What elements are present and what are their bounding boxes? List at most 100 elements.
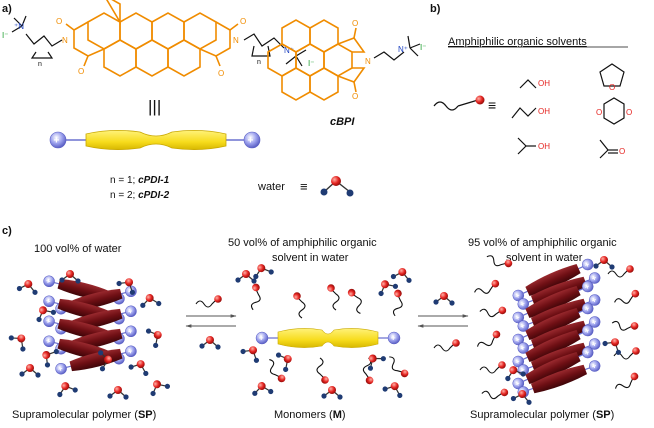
water-molecule	[240, 346, 260, 363]
plus-sign: +	[514, 379, 522, 389]
plus-sign: +	[583, 282, 591, 292]
ammonium-sphere	[387, 331, 401, 345]
water-molecule	[252, 382, 274, 396]
plus-sign: +	[583, 304, 591, 314]
plus-sign: +	[514, 357, 522, 367]
ammonium-sphere	[125, 325, 137, 338]
ammonium-sphere	[581, 280, 594, 293]
plus-sign: +	[127, 306, 134, 316]
plus-sign: +	[127, 346, 134, 356]
stage2-caption-close: )	[342, 409, 346, 421]
pdi-structure: O O O O N N I⁻ ⁺N n n N⁺ I⁻	[2, 0, 314, 78]
propanol-oh: OH	[538, 107, 550, 116]
water-molecule	[150, 380, 171, 397]
plus-sign: +	[519, 321, 527, 331]
plus-sign: +	[45, 276, 52, 286]
plus-sign: +	[590, 361, 598, 371]
svg-text:+: +	[248, 136, 254, 147]
pdi-oxygen-top-right: O	[240, 17, 246, 26]
water-molecule	[199, 336, 221, 350]
water-molecule	[8, 334, 26, 352]
ammonium-sphere	[55, 362, 67, 375]
arrow-molecules	[195, 292, 460, 352]
ammonium-sphere	[588, 338, 601, 350]
cbpi-ammonium: N⁺	[398, 45, 408, 54]
ammonium-sphere	[588, 360, 601, 372]
solvent-molecule	[293, 292, 306, 319]
plus-sign: +	[590, 295, 598, 305]
cbpi-iodide: I⁻	[420, 43, 426, 52]
stage3-caption-close: )	[611, 409, 615, 421]
stage3-title-line2: solvent in water	[506, 252, 583, 264]
pdi-ammonium-left: ⁺N	[14, 22, 24, 31]
equilibrium-arrows-right	[417, 314, 469, 328]
solvent-molecule	[607, 265, 634, 278]
ammonium-sphere	[43, 315, 55, 328]
water-molecule	[593, 256, 615, 270]
cbpi-oxygen-top: O	[352, 19, 358, 28]
solvent-molecule	[614, 289, 640, 304]
dioxane-oxygen-right: O	[626, 108, 632, 117]
cbpi-name: cBPI	[330, 116, 355, 128]
plus-sign: +	[583, 260, 591, 270]
water-molecule	[107, 386, 129, 400]
equilibrium-arrows-left	[185, 314, 237, 328]
plus-sign: +	[127, 326, 134, 336]
acetone-oxygen: O	[619, 147, 625, 156]
svg-text:+: +	[54, 136, 60, 147]
stage1-caption: Supramolecular polymer (SP)	[12, 409, 156, 421]
pdi2-label: n = 2; cPDI-2	[110, 190, 170, 201]
water-label: water	[257, 181, 285, 193]
solvent-molecule	[392, 289, 403, 317]
water-molecule	[140, 294, 162, 308]
solvent-molecule	[479, 361, 506, 374]
cbpi-structure: O O N N⁺ I⁻	[267, 19, 426, 101]
ammonium-sphere	[581, 324, 594, 337]
water-molecule	[510, 390, 532, 405]
water-molecule	[378, 280, 399, 297]
plus-sign: +	[519, 365, 527, 375]
solvents-title: Amphiphilic organic solvents	[448, 36, 587, 48]
plus-sign: +	[57, 364, 64, 374]
stage2-title-line1: 50 vol% of amphiphilic organic	[228, 237, 377, 249]
water-molecule	[16, 280, 38, 295]
solvent-molecule	[481, 388, 509, 400]
solvent-molecule	[250, 283, 261, 311]
stage2-title-line2: solvent in water	[272, 252, 349, 264]
stage1-caption-text: Supramolecular polymer (	[12, 409, 138, 421]
stage1-caption-abbr: SP	[138, 409, 153, 421]
solvent-molecule	[347, 288, 362, 314]
stage1-title: 100 vol% of water	[34, 243, 122, 255]
pdi-iodide-left: I⁻	[2, 31, 8, 40]
solvent-molecule	[269, 358, 286, 383]
plus-sign: +	[514, 291, 522, 301]
pdi-oxygen-bottom-left: O	[78, 67, 84, 76]
plus-sign: +	[583, 326, 591, 336]
water-molecule	[98, 350, 112, 372]
water-molecule	[505, 366, 526, 382]
stage3-supramolecular-polymer: ++++++++++++++++++++	[474, 255, 640, 405]
plus-sign: +	[590, 273, 598, 283]
pdi-iodide-right: I⁻	[308, 59, 314, 68]
solvent-molecule	[195, 295, 222, 308]
water-molecule	[602, 338, 622, 355]
ethanol-oh: OH	[538, 79, 550, 88]
plus-sign: +	[45, 336, 52, 346]
solvent-molecule	[316, 357, 329, 384]
panel-b: Amphiphilic organic solvents ≡ OH OH OH …	[433, 36, 632, 159]
ammonium-sphere	[588, 272, 601, 284]
water-molecule	[321, 386, 343, 400]
water-molecule	[59, 270, 81, 284]
stage1-caption-close: )	[153, 409, 157, 421]
stage3-caption-abbr: SP	[596, 409, 611, 421]
cbpi-imide-n: N	[365, 57, 371, 66]
sp-monomer-stacked: ++	[512, 346, 594, 390]
sp-monomer-stacked: ++	[55, 345, 137, 375]
thf-oxygen: O	[609, 83, 615, 92]
stage3-title-line1: 95 vol% of amphiphilic organic	[468, 237, 617, 249]
water-equiv-sign: ≡	[300, 179, 308, 194]
water-molecule	[145, 328, 162, 349]
ammonium-sphere	[581, 302, 594, 315]
solvent-molecule	[476, 330, 501, 347]
ammonium-sphere	[255, 331, 269, 345]
